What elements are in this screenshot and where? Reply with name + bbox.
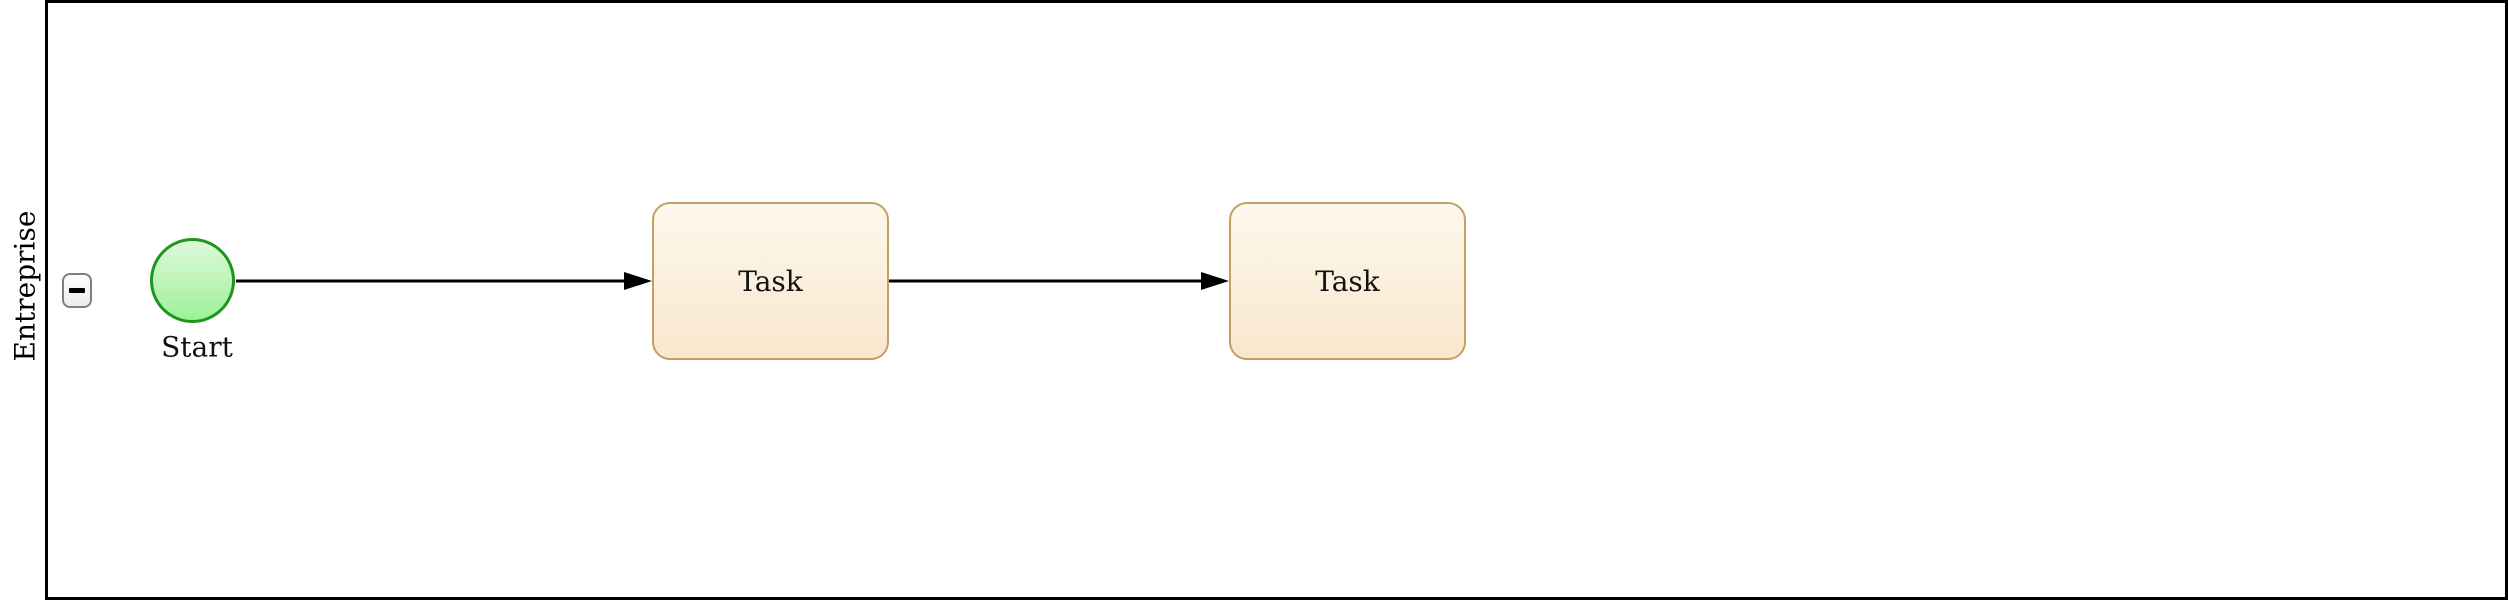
task-2-label: Task <box>1315 264 1380 298</box>
start-event-node[interactable] <box>150 238 235 323</box>
arrowhead-icon <box>1201 272 1229 290</box>
start-event-label: Start <box>161 330 233 364</box>
arrowhead-icon <box>624 272 652 290</box>
task-1-label: Task <box>738 264 803 298</box>
lane-header-entreprise[interactable]: Entreprise <box>0 0 48 600</box>
task-node-2[interactable]: Task <box>1229 202 1466 360</box>
minus-icon <box>69 288 85 293</box>
sequence-flow-task1-to-task2[interactable] <box>889 272 1229 290</box>
sequence-flow-start-to-task1[interactable] <box>236 272 652 290</box>
lane-collapse-button[interactable] <box>62 273 92 308</box>
task-node-1[interactable]: Task <box>652 202 889 360</box>
